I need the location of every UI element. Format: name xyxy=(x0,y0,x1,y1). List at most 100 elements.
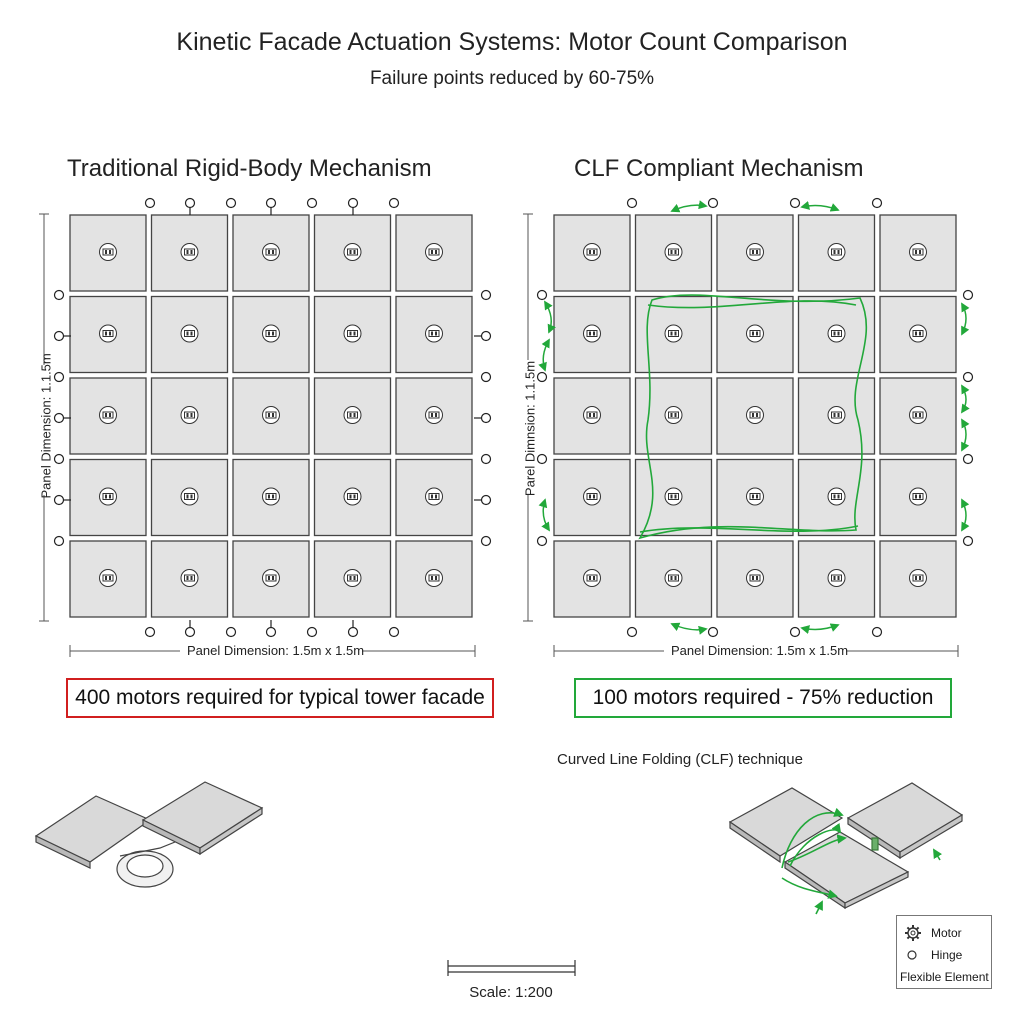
motor-icon xyxy=(583,569,601,587)
right-panel-r0c1 xyxy=(634,214,713,292)
clf-technique-label: Curved Line Folding (CLF) technique xyxy=(557,751,803,768)
rigid-hinge-detail xyxy=(34,781,264,888)
motion-arrow xyxy=(961,302,970,336)
hinge-icon xyxy=(225,197,237,209)
left-panel-r2c1 xyxy=(150,377,229,455)
motion-arrow xyxy=(538,338,550,372)
hinge-icon xyxy=(871,197,883,209)
motor-icon xyxy=(827,487,846,506)
motor-icon xyxy=(827,569,846,587)
left-panel-r4c0 xyxy=(69,540,147,618)
hinge-icon xyxy=(480,453,492,465)
right-panel-r1c1 xyxy=(634,295,713,374)
right-panel-r2c0 xyxy=(553,377,631,455)
gear-icon xyxy=(905,925,921,941)
motor-icon xyxy=(180,487,199,506)
left-panel-r4c2 xyxy=(232,540,310,618)
motion-arrow xyxy=(544,300,556,334)
hinge-icon xyxy=(626,626,638,638)
motor-icon xyxy=(99,243,117,261)
left-panel-r0c4 xyxy=(395,214,473,292)
legend-flexible-label: Flexible Element xyxy=(900,970,989,984)
hinge-icon xyxy=(225,626,237,638)
motor-icon xyxy=(180,324,199,343)
motor-icon xyxy=(909,406,927,424)
motor-icon xyxy=(909,243,927,261)
motor-icon xyxy=(583,324,601,343)
motor-icon xyxy=(99,569,117,587)
right-panel-r4c4 xyxy=(879,540,957,618)
hinge-icon xyxy=(53,453,65,465)
right-panel-r3c1 xyxy=(634,458,713,537)
motion-arrow xyxy=(961,384,970,414)
motor-icon xyxy=(99,324,117,343)
right-panel-grid xyxy=(553,214,957,618)
right-panel-r4c0 xyxy=(553,540,631,618)
motor-icon xyxy=(664,487,683,506)
right-panel-r4c1 xyxy=(634,540,713,618)
motion-arrow xyxy=(670,622,708,635)
left-panel-r0c3 xyxy=(313,214,392,292)
right-dimension-label: Panel Dimension: 1.5m x 1.5m xyxy=(671,643,849,658)
legend-hinge-label: Hinge xyxy=(931,948,963,962)
motor-icon xyxy=(827,324,846,343)
left-hinge-markers xyxy=(53,197,492,638)
left-dimension-label: Panel Dimension: 1.5m x 1.5m xyxy=(187,643,365,658)
hinge-icon xyxy=(306,197,318,209)
scale-label: Scale: 1:200 xyxy=(469,984,553,1001)
right-panel-r3c2 xyxy=(716,458,794,537)
motor-icon xyxy=(664,243,683,261)
motor-icon xyxy=(343,569,362,587)
hinge-icon xyxy=(306,626,318,638)
hinge-icon xyxy=(53,494,71,506)
clf-fold-detail xyxy=(728,782,964,910)
left-panel-r3c4 xyxy=(395,458,473,537)
motor-icon xyxy=(343,487,362,506)
hinge-icon xyxy=(536,453,548,465)
motor-icon xyxy=(343,406,362,424)
left-panel-r2c3 xyxy=(313,377,392,455)
left-vertical-dimension-label: Panel Dimension: 1.1.5m xyxy=(38,353,54,499)
page-subtitle: Failure points reduced by 60-75% xyxy=(369,68,655,89)
hinge-icon xyxy=(536,371,548,383)
right-panel-r3c4 xyxy=(879,458,957,537)
left-panel-r3c0 xyxy=(69,458,147,537)
motor-icon xyxy=(827,243,846,261)
motor-icon xyxy=(746,243,764,261)
scale-bar xyxy=(447,960,576,976)
motor-icon xyxy=(746,487,764,506)
motor-icon xyxy=(262,569,280,587)
hinge-icon xyxy=(962,371,974,383)
hinge-icon xyxy=(265,620,277,638)
left-panel-r2c0 xyxy=(69,377,147,455)
right-panel-r3c0 xyxy=(553,458,631,537)
motor-icon xyxy=(425,406,443,424)
left-panel-r1c0 xyxy=(69,295,147,374)
motion-arrow xyxy=(670,200,708,213)
hinge-icon xyxy=(474,494,492,506)
motor-icon xyxy=(180,406,199,424)
left-panel-r3c3 xyxy=(313,458,392,537)
motor-icon xyxy=(262,324,280,343)
hinge-icon xyxy=(144,626,156,638)
motor-icon xyxy=(262,487,280,506)
motor-icon xyxy=(583,406,601,424)
left-panel-r0c1 xyxy=(150,214,229,292)
right-dimension-lines xyxy=(523,213,959,657)
motor-icon xyxy=(746,406,764,424)
motor-icon xyxy=(909,569,927,587)
hinge-icon xyxy=(962,535,974,547)
motor-icon xyxy=(909,487,927,506)
motor-icon xyxy=(99,487,117,506)
motor-icon xyxy=(425,487,443,506)
legend-motor-label: Motor xyxy=(931,926,962,940)
hinge-icon xyxy=(53,535,65,547)
motor-icon xyxy=(664,324,683,343)
right-panel-r3c3 xyxy=(797,458,876,537)
hinge-icon xyxy=(184,197,196,215)
hinge-icon xyxy=(347,620,359,638)
left-panel-grid xyxy=(69,214,473,618)
right-panel-r2c3 xyxy=(797,377,876,455)
